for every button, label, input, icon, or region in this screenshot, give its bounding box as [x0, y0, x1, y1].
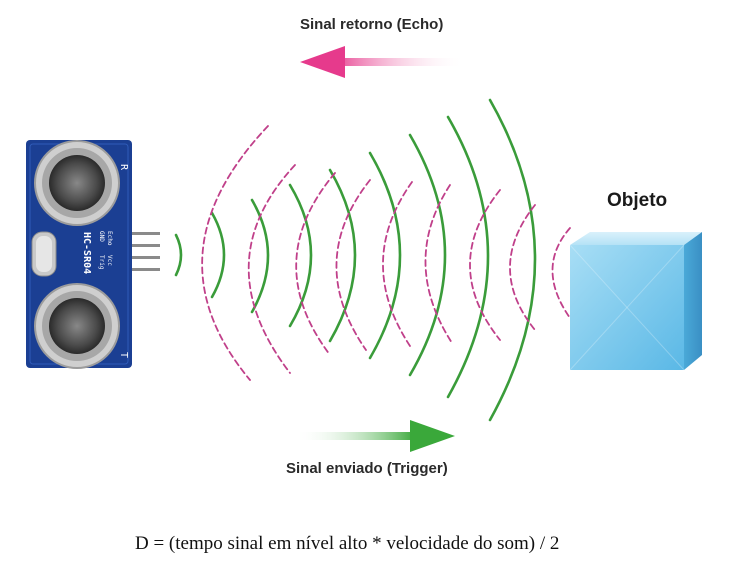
sensor-model-label: HC-SR04: [81, 232, 92, 274]
pin-label-trig: Trig: [98, 255, 105, 270]
return-waves: [201, 125, 591, 381]
object-cube: [569, 232, 702, 371]
sent-waves: [174, 98, 537, 422]
transmitter-transducer: [34, 283, 120, 369]
trigger-signal-label: Sinal enviado (Trigger): [286, 460, 448, 477]
transducer-r-label: R: [118, 164, 129, 171]
pin-label-vcc: Vcc: [106, 255, 113, 266]
echo-arrow: [300, 46, 465, 78]
trigger-arrow: [295, 420, 455, 452]
pin-label-gnd: GND: [98, 231, 105, 242]
object-label: Objeto: [607, 190, 668, 211]
echo-signal-label: Sinal retorno (Echo): [300, 16, 444, 33]
distance-formula: D = (tempo sinal em nível alto * velocid…: [135, 533, 560, 554]
ultrasonic-sensor-icon: R T HC-SR04 GND Echo Trig Vcc: [26, 140, 160, 369]
transducer-t-label: T: [118, 352, 129, 358]
receiver-transducer: [34, 140, 120, 226]
pin-label-echo: Echo: [106, 231, 113, 246]
